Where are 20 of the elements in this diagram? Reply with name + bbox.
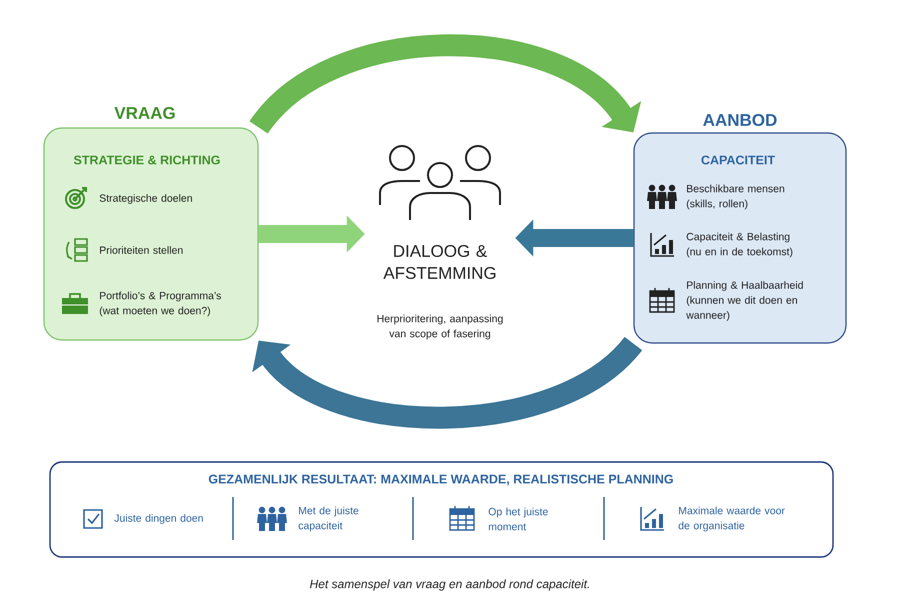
caption: Het samenspel van vraag en aanbod rond capaciteit.: [310, 579, 589, 591]
group-heading: VRAAG: [114, 106, 175, 120]
group-heading: AANBOD: [703, 114, 777, 126]
result-text: Op het juiste moment: [488, 508, 548, 530]
item-text: Planning & Haalbaarheid (kunnen we dit doen en wanneer): [686, 281, 803, 321]
item-text: Beschikbare mensen (skills, rollen): [686, 184, 784, 210]
result-text: Met de juiste capaciteit: [298, 506, 358, 532]
arrow: [250, 34, 642, 135]
item-text: Prioriteiten stellen: [100, 246, 183, 254]
box-heading: CAPACITEIT: [702, 156, 775, 164]
item-text: Portfolio’s & Programma’s (wat moeten we doen?): [100, 292, 221, 316]
box-heading: STRATEGIE & RICHTING: [74, 156, 220, 164]
arrow: [252, 336, 642, 429]
item-text: Capaciteit & Belasting (nu en in de toekomst): [686, 232, 792, 258]
result-text: Maximale waarde voor de organisatie: [678, 506, 785, 532]
item-text: Strategische doelen: [100, 194, 192, 204]
result-text: Juiste dingen doen: [114, 514, 203, 524]
centre-title: DIALOOG & AFSTEMMING: [383, 244, 496, 280]
centre-note: Herprioritering, aanpassing van scope of fasering: [378, 314, 503, 340]
box-heading: GEZAMENLIJK RESULTAAT: MAXIMALE WAARDE, REALISTISCHE PLANNING: [208, 474, 673, 486]
